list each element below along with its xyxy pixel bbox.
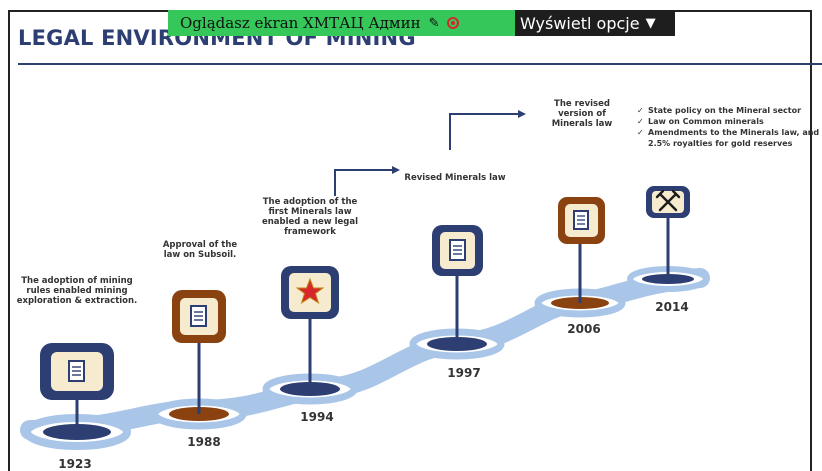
check-icon: ✓ bbox=[637, 117, 644, 126]
document-icon bbox=[573, 210, 589, 230]
hammer-pick-icon bbox=[655, 189, 681, 212]
star-icon bbox=[295, 277, 325, 305]
document-icon bbox=[190, 305, 207, 327]
milestone-year: 2006 bbox=[567, 322, 600, 336]
milestone-text: The adoption of the bbox=[263, 197, 358, 207]
milestone-1988: Approval of the law on Subsoil. 1988 bbox=[151, 240, 247, 449]
document-icon bbox=[449, 239, 466, 261]
milestone-text: Amendments to the Minerals law, and bbox=[648, 128, 819, 137]
document-icon bbox=[68, 360, 85, 382]
mic-muted-icon[interactable]: ✎ bbox=[428, 15, 440, 31]
stop-share-icon[interactable] bbox=[447, 17, 460, 29]
view-options-label: Wyświetl opcje bbox=[520, 13, 640, 33]
milestone-text: rules enabled mining bbox=[26, 286, 127, 296]
milestone-year: 1997 bbox=[447, 366, 480, 380]
milestone-text: Approval of the bbox=[163, 240, 238, 250]
milestone-1923: The adoption of mining rules enabled min… bbox=[17, 276, 138, 471]
milestone-text: law on Subsoil. bbox=[164, 250, 237, 260]
milestone-text: framework bbox=[284, 227, 336, 237]
milestone-text: Minerals law bbox=[552, 119, 613, 129]
milestone-2006: The revised version of Minerals law 2006 bbox=[534, 99, 626, 336]
milestone-1994: The adoption of the first Minerals law e… bbox=[262, 166, 400, 424]
milestone-text: 2.5% royalties for gold reserves bbox=[648, 139, 793, 148]
milestone-year: 1923 bbox=[58, 457, 91, 471]
milestone-text: enabled a new legal bbox=[262, 217, 358, 227]
milestone-text: The revised bbox=[554, 99, 610, 109]
milestone-text: Law on Common minerals bbox=[648, 117, 764, 126]
check-icon: ✓ bbox=[637, 128, 644, 137]
milestone-year: 1994 bbox=[300, 410, 333, 424]
slide-frame bbox=[8, 10, 812, 471]
chevron-down-icon: ▼ bbox=[645, 15, 656, 31]
view-options-button[interactable]: Wyświetl opcje ▼ bbox=[515, 10, 675, 36]
milestone-text: exploration & extraction. bbox=[17, 296, 138, 306]
milestone-text: State policy on the Mineral sector bbox=[648, 106, 801, 115]
milestone-year: 1988 bbox=[187, 435, 220, 449]
milestone-text: Revised Minerals law bbox=[404, 173, 505, 183]
screen-share-label: Oglądasz ekran ХМТАЦ Админ bbox=[180, 14, 421, 32]
check-icon: ✓ bbox=[637, 106, 644, 115]
milestone-text: first Minerals law bbox=[268, 207, 351, 217]
milestone-text: version of bbox=[558, 109, 606, 119]
milestone-1997: Revised Minerals law 1997 bbox=[404, 110, 526, 380]
screen-share-bar[interactable]: Oglądasz ekran ХМТАЦ Админ ✎ bbox=[168, 10, 515, 36]
title-underline bbox=[18, 63, 822, 65]
milestone-text: The adoption of mining bbox=[21, 276, 133, 286]
milestone-2014: State policy on the Mineral sector Law o… bbox=[627, 106, 819, 314]
milestone-year: 2014 bbox=[655, 300, 688, 314]
